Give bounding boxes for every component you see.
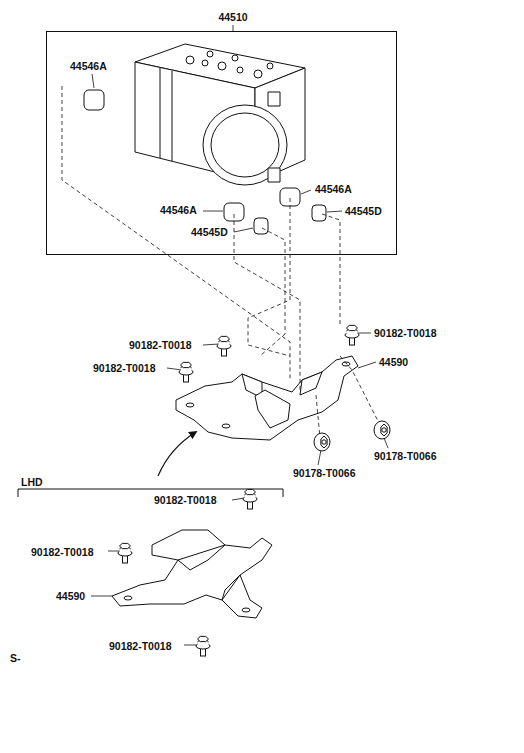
- part-number: 44590: [378, 356, 409, 368]
- flange-nut: [314, 433, 330, 451]
- flange-bolt: [217, 336, 231, 356]
- part-number: 90182-T0018: [373, 327, 437, 339]
- reference-arrow: [158, 432, 196, 476]
- flange-bolt: [345, 325, 359, 345]
- part-number: 44546A: [159, 204, 198, 216]
- part-number: 90182-T0018: [128, 339, 192, 351]
- part-number: 44545D: [344, 205, 383, 217]
- flange-bolt: [118, 543, 132, 563]
- part-number: 44545D: [190, 226, 229, 238]
- flange-bolt: [243, 489, 257, 509]
- part-number: 90182-T0018: [92, 362, 156, 374]
- group-bracket: [18, 489, 283, 497]
- part-number: 44546A: [314, 183, 353, 195]
- part-number: 90182-T0018: [153, 494, 217, 506]
- part-number: 90178-T0066: [292, 467, 356, 479]
- group-note: LHD: [20, 476, 44, 488]
- abs-actuator: [135, 44, 305, 185]
- leader-line: [91, 25, 388, 645]
- part-number: 90182-T0018: [30, 546, 94, 558]
- drawing-code: S-: [9, 652, 22, 664]
- part-number: 44546A: [69, 60, 108, 72]
- part-number: 44510: [217, 11, 248, 23]
- part-number: 90178-T0066: [373, 450, 437, 462]
- part-number: 44590: [55, 590, 86, 602]
- flange-bolt: [179, 362, 193, 382]
- assembly-line: [62, 86, 380, 438]
- bracket: [176, 356, 358, 440]
- flange-bolt: [196, 636, 210, 656]
- bracket: [112, 530, 272, 618]
- flange-nut: [374, 421, 390, 439]
- part-number: 90182-T0018: [108, 640, 172, 652]
